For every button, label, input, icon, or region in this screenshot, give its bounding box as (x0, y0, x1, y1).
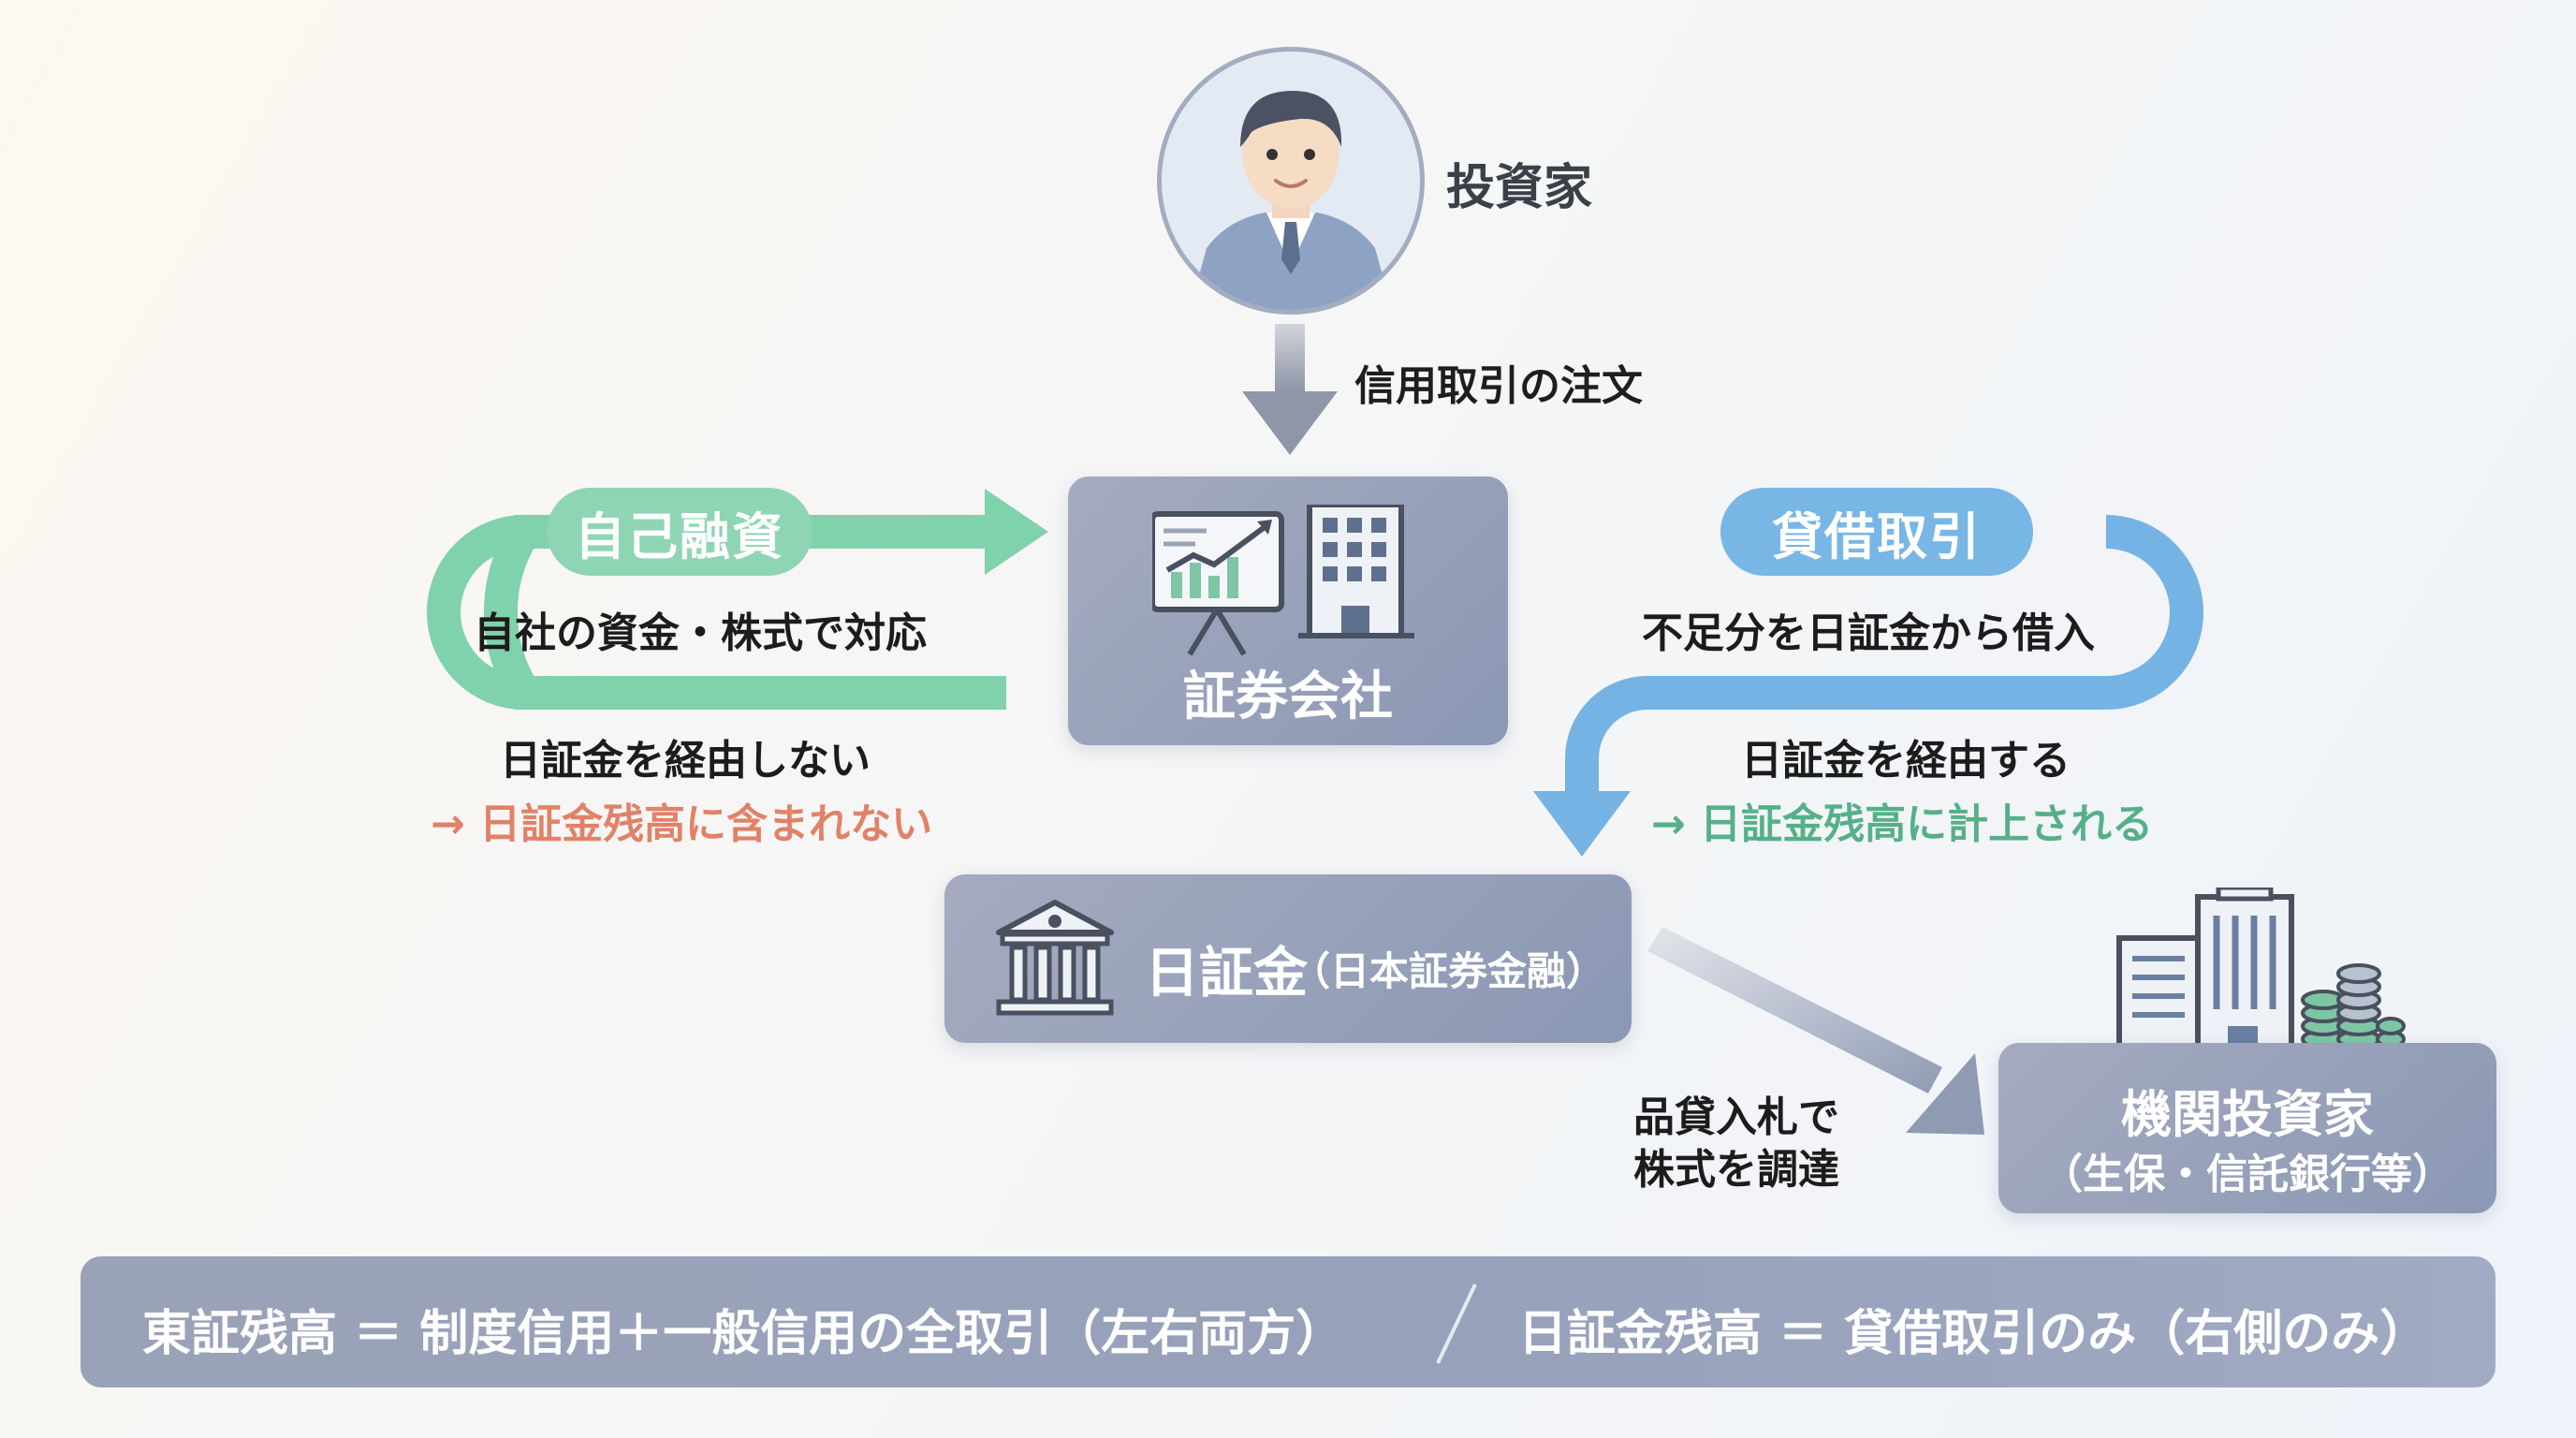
office-building-icon (1298, 505, 1414, 638)
footer-divider (1436, 1284, 1477, 1364)
order-arrow (1242, 324, 1338, 455)
footer-left-text: 東証残高 ＝ 制度信用＋一般信用の全取引（左右両方） (142, 1306, 1345, 1362)
lending-desc: 不足分を日証金から借入 (1642, 609, 2095, 657)
presentation-board-icon (1152, 511, 1284, 656)
jsf-full-name: （日本証券金融） (1291, 948, 1606, 994)
securities-company-label: 証券会社 (1183, 667, 1393, 727)
lending-note: 日証金を経由する (1741, 737, 2071, 785)
businessman-icon (1190, 91, 1392, 310)
stock-procurement-line2: 株式を調達 (1633, 1146, 1839, 1194)
footer-summary-bar: 東証残高 ＝ 制度信用＋一般信用の全取引（左右両方） 日証金残高 ＝ 貸借取引の… (80, 1256, 2496, 1387)
self-financing-desc: 自社の資金・株式で対応 (474, 609, 927, 657)
institutional-title: 機関投資家 (2121, 1085, 2374, 1144)
low-building-icon (2116, 935, 2201, 1052)
coin-stacks-icon (2301, 963, 2406, 1049)
bank-icon (996, 900, 1114, 1016)
securities-company-box: 証券会社 (1068, 477, 1508, 745)
self-financing-note: 日証金を経由しない (500, 737, 871, 785)
footer-right-text: 日証金残高 ＝ 貸借取引のみ（右側のみ） (1518, 1306, 2429, 1362)
institutional-buildings-icon (2116, 888, 2406, 1052)
institutional-sub: （生保・信託銀行等） (2042, 1151, 2453, 1198)
investor-avatar (1157, 47, 1425, 315)
stock-procurement-line1: 品貸入札で (1633, 1093, 1839, 1141)
lending-result: → 日証金残高に計上される (1651, 800, 2154, 848)
investor-label: 投資家 (1446, 160, 1593, 216)
procurement-arrow (1647, 927, 1984, 1135)
self-financing-loop-arrow (427, 489, 1058, 710)
jsf-box: 日証金 （日本証券金融） (944, 874, 1632, 1043)
jsf-name: 日証金 (1145, 941, 1309, 1005)
self-financing-pill: 自己融資 (547, 488, 812, 576)
stock-procurement-text: 品貸入札で 株式を調達 (1633, 1092, 1839, 1196)
self-financing-result: → 日証金残高に含まれない (431, 800, 933, 848)
building-chart-icon (1152, 505, 1414, 656)
institutional-investor-box: 機関投資家 （生保・信託銀行等） (1998, 1043, 2496, 1213)
order-label: 信用取引の注文 (1354, 362, 1643, 410)
tower-building-icon (2195, 888, 2294, 1052)
lending-pill: 貸借取引 (1720, 488, 2033, 576)
